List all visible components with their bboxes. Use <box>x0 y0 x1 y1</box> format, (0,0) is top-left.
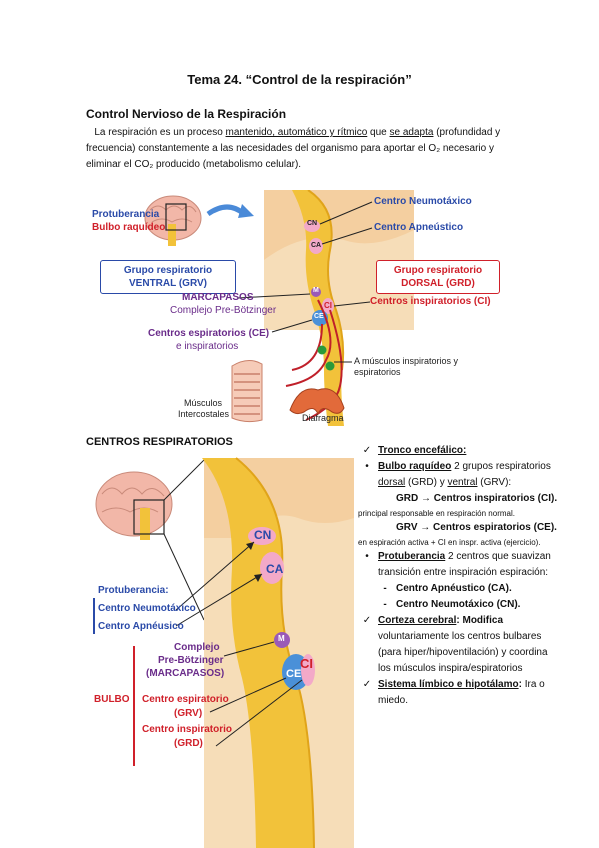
tag-ca: CA <box>311 242 322 249</box>
label-centro-neumotaxico: Centro Neumotáxico <box>98 603 196 614</box>
respiratory-control-diagram: Protuberancia Bulbo raquídeo CN CA M CI … <box>86 189 506 426</box>
label-marcapasos: (MARCAPASOS) <box>146 668 225 679</box>
label-intercostales: Intercostales <box>178 409 230 419</box>
dash-icon: - <box>383 583 387 594</box>
check-icon: ✓ <box>362 679 372 690</box>
tag-ce: CE <box>314 313 324 320</box>
label-centro-neumotaxico: Centro Neumotáxico <box>374 196 472 207</box>
note-apneustico: - Centro Apnéustico (CA). <box>358 581 558 597</box>
label-centro-espiratorio: Centro espiratorio <box>142 694 229 705</box>
note-protuberancia: • Protuberancia 2 centros que suavizan t… <box>358 549 558 581</box>
diaphragm-illustration <box>289 388 345 416</box>
note-neumotaxico: - Centro Neumotáxico (CN). <box>358 597 558 613</box>
label-grd: (GRD) <box>174 738 203 749</box>
section-heading-centros: CENTROS RESPIRATORIOS <box>86 436 233 448</box>
label-centro-apneustico: Centro Apneústico <box>374 222 464 233</box>
label-a-musculos: A músculos inspiratorios y <box>354 356 459 366</box>
note-limbico: ✓ Sistema límbico e hipotálamo: Ira o mi… <box>358 677 558 709</box>
tag-ce: CE <box>286 668 302 680</box>
section-heading-control-nervioso: Control Nervioso de la Respiración <box>86 107 287 121</box>
tag-ca: CA <box>266 562 284 576</box>
tag-m: M <box>313 287 319 294</box>
tag-ci: CI <box>300 656 313 671</box>
dash-icon: - <box>383 599 387 610</box>
intro-paragraph: La respiración es un proceso mantenido, … <box>86 127 501 170</box>
label-marcapasos: MARCAPASOS <box>182 292 254 303</box>
label-espiratorios: espiratorios <box>354 367 401 377</box>
tag-m: M <box>278 634 285 643</box>
label-complejo-pre-botzinger: Complejo Pre-Bötzinger <box>170 305 277 316</box>
label-bulbo: BULBO <box>94 694 130 705</box>
bullet-icon: • <box>365 461 369 472</box>
respiratory-centers-diagram: CN CA M CI CE Protuberancia: Centro Neum… <box>86 450 356 848</box>
note-grv-detail: en espiración activa + CI en inspr. acti… <box>358 538 541 547</box>
intercostal-muscles-illustration <box>231 360 263 423</box>
label-grv: (GRV) <box>174 708 203 719</box>
tag-ci: CI <box>324 301 332 310</box>
respiratory-control-illustration <box>144 189 414 426</box>
label-diafragma: Diafragma <box>302 413 344 423</box>
label-protuberancia: Protuberancia: <box>98 585 169 596</box>
label-centro-inspiratorio: Centro inspiratorio <box>142 724 233 735</box>
label-e-inspiratorios: e inspiratorios <box>176 341 239 352</box>
note-corteza: ✓ Corteza cerebral: Modifica voluntariam… <box>358 613 558 677</box>
note-tronco: ✓ Tronco encefálico: <box>358 443 558 459</box>
label-complejo: Complejo <box>174 642 220 653</box>
label-bulbo-raquideo: Bulbo raquídeo <box>92 222 166 233</box>
page-title: Tema 24. “Control de la respiración” <box>187 72 412 87</box>
tag-cn: CN <box>254 528 272 542</box>
tag-cn: CN <box>307 220 318 227</box>
note-grv-line: GRV → Centros espiratorios (CE). <box>396 522 557 533</box>
label-protuberancia: Protuberancia <box>92 209 160 220</box>
brain-thumbnail <box>95 471 173 540</box>
check-icon: ✓ <box>362 615 372 626</box>
brain-thumbnail <box>144 195 202 246</box>
label-centros-inspiratorios: Centros inspiratorios (CI) <box>370 296 491 307</box>
label-pre-botzinger: Pre-Bötzinger <box>158 655 224 666</box>
box-grupo-dorsal: Grupo respiratorio DORSAL (GRD) <box>376 260 500 294</box>
label-centro-apneusico: Centro Apnéusico <box>98 621 184 632</box>
label-centros-espiratorios: Centros espiratorios (CE) <box>148 328 270 339</box>
note-bulbo: • Bulbo raquídeo 2 grupos respiratorios … <box>358 459 558 491</box>
box-grupo-ventral: Grupo respiratorio VENTRAL (GRV) <box>100 260 236 294</box>
respiratory-centers-illustration <box>93 457 354 848</box>
note-grd-detail: principal responsable en respiración nor… <box>358 509 515 518</box>
bullet-icon: • <box>365 551 369 562</box>
notes-list: ✓ Tronco encefálico: • Bulbo raquídeo 2 … <box>358 443 558 709</box>
check-icon: ✓ <box>362 445 372 456</box>
label-musculos: Músculos <box>184 398 223 408</box>
note-grd-line: GRD → Centros inspiratorios (CI). <box>396 493 558 504</box>
